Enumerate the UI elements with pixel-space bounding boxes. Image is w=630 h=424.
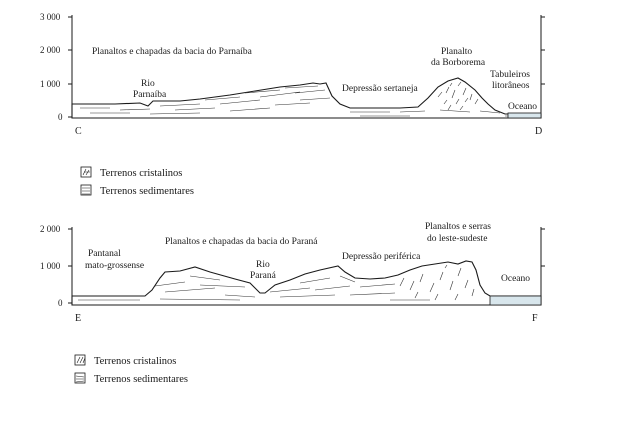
ocean-1 (507, 112, 542, 119)
label-rio-parana-2: Paraná (250, 271, 277, 281)
y-tick-1000: 1 000 (40, 79, 61, 89)
crystalline-marks-2 (399, 264, 475, 301)
label-point-f: F (532, 313, 538, 324)
crystalline-marks-1 (437, 81, 479, 111)
crystalline-swatch-2 (74, 354, 86, 366)
legend-sedimentary-1: Terrenos sedimentares (100, 186, 194, 197)
y-tick-0-b: 0 (58, 298, 63, 308)
label-parana-plateaus: Planaltos e chapadas da bacia do Paraná (165, 237, 318, 247)
label-rio-parana-1: Rio (256, 260, 270, 270)
label-rio-parnaiba-2: Parnaíba (133, 90, 167, 100)
y-tick-1000-b: 1 000 (40, 261, 61, 271)
terrain-profile-2 (71, 260, 542, 306)
label-oceano-1: Oceano (508, 102, 537, 112)
legend-1: Terrenos cristalinos Terrenos sedimentar… (80, 166, 194, 197)
sedimentary-hatch-1 (80, 85, 530, 117)
label-borborema-1: Planalto (441, 47, 472, 57)
label-parnaiba-plateaus: Planaltos e chapadas da bacia do Parnaíb… (92, 47, 253, 57)
label-tabuleiros-2: litorâneos (492, 81, 530, 91)
y-tick-0: 0 (58, 112, 63, 122)
terrain-profile-1 (71, 77, 542, 119)
label-tabuleiros-1: Tabuleiros (490, 70, 530, 80)
label-pantanal-2: mato-grossense (85, 261, 144, 271)
label-point-e: E (75, 313, 81, 324)
label-borborema-2: da Borborema (431, 58, 486, 68)
profile-e-f: 2 000 1 000 0 Pantanal mato-grossense Pl… (40, 222, 545, 385)
profile-c-d: 3 000 2 000 1 000 0 Planaltos e chapadas… (40, 12, 545, 197)
label-depressao-sertaneja: Depressão sertaneja (342, 84, 418, 94)
y-tick-3000: 3 000 (40, 12, 61, 22)
sedimentary-hatch-2 (78, 275, 430, 301)
label-oceano-2: Oceano (501, 274, 530, 284)
label-rio-parnaiba-1: Rio (141, 79, 155, 89)
label-serras-1: Planaltos e serras (425, 222, 491, 232)
y-tick-2000-b: 2 000 (40, 224, 61, 234)
legend-crystalline-1: Terrenos cristalinos (100, 168, 182, 179)
y-tick-2000: 2 000 (40, 45, 61, 55)
label-depressao-periferica: Depressão periférica (342, 251, 421, 262)
sedimentary-swatch-1 (80, 184, 92, 196)
legend-sedimentary-2: Terrenos sedimentares (94, 374, 188, 385)
label-pantanal-1: Pantanal (88, 249, 121, 259)
label-point-d: D (535, 126, 542, 137)
label-point-c: C (75, 126, 82, 137)
ocean-2 (489, 295, 542, 306)
legend-crystalline-2: Terrenos cristalinos (94, 356, 176, 367)
sedimentary-swatch-2 (74, 372, 86, 384)
label-serras-2: do leste-sudeste (427, 234, 487, 244)
legend-2: Terrenos cristalinos Terrenos sedimentar… (74, 354, 188, 385)
